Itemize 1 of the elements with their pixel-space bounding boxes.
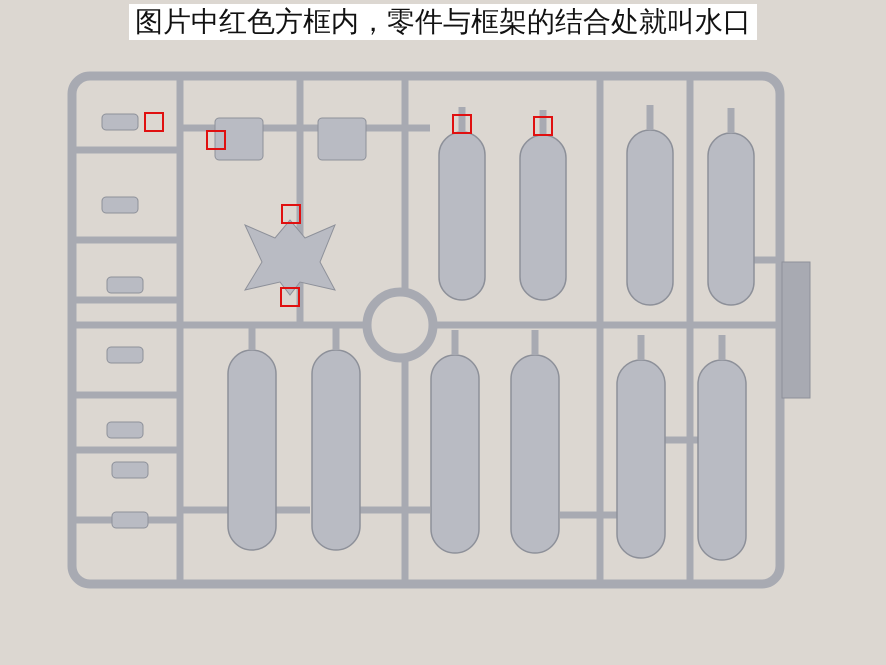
title: 图片中红色方框内，零件与框架的结合处就叫水口	[129, 4, 757, 40]
